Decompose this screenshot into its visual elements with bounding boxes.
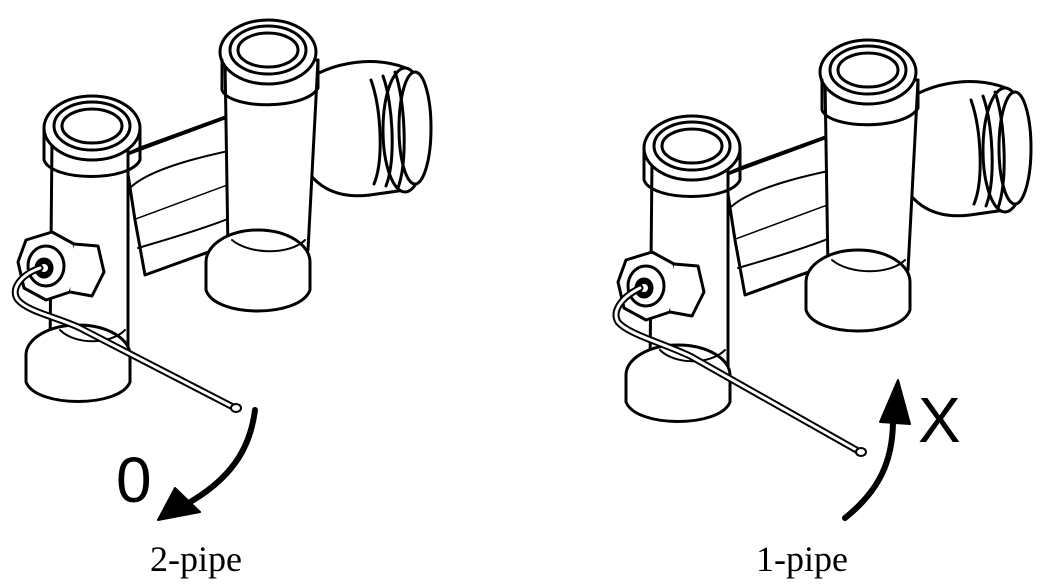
right-caption: 1-pipe [756, 539, 848, 579]
right-position-marker: X [918, 384, 961, 456]
left-rotation-arrow [157, 407, 258, 521]
right-valve-drawing [612, 38, 1033, 457]
left-valve-drawing [11, 18, 433, 413]
right-rotation-arrow [842, 379, 911, 521]
left-position-marker: 0 [116, 444, 152, 516]
left-caption: 2-pipe [150, 539, 242, 579]
